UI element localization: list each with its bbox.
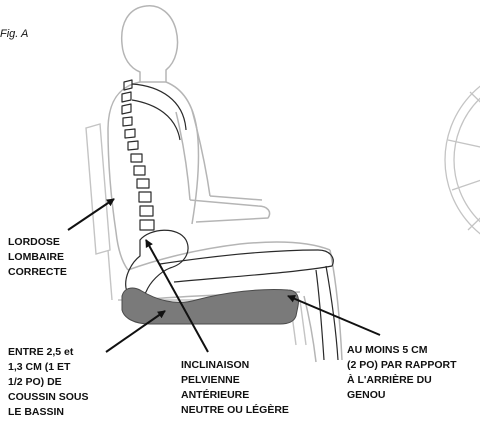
knee-clearance-label: AU MOINS 5 CM (2 PO) PAR RAPPORT À L'ARR… — [347, 343, 456, 403]
wheelchair-wheel — [445, 65, 480, 255]
spine — [122, 80, 154, 230]
figure-label: Fig. A — [0, 28, 28, 40]
seat-cushion — [122, 288, 299, 324]
lumbar-lordosis-label: LORDOSE LOMBAIRE CORRECTE — [8, 235, 67, 280]
femur — [160, 250, 333, 282]
pelvis — [126, 230, 188, 297]
cushion-under-pelvis-label: ENTRE 2,5 et 1,3 CM (1 ET 1/2 PO) DE COU… — [8, 345, 89, 420]
pelvic-tilt-label: INCLINAISON PELVIENNE ANTÉRIEURE NEUTRE … — [181, 358, 289, 418]
